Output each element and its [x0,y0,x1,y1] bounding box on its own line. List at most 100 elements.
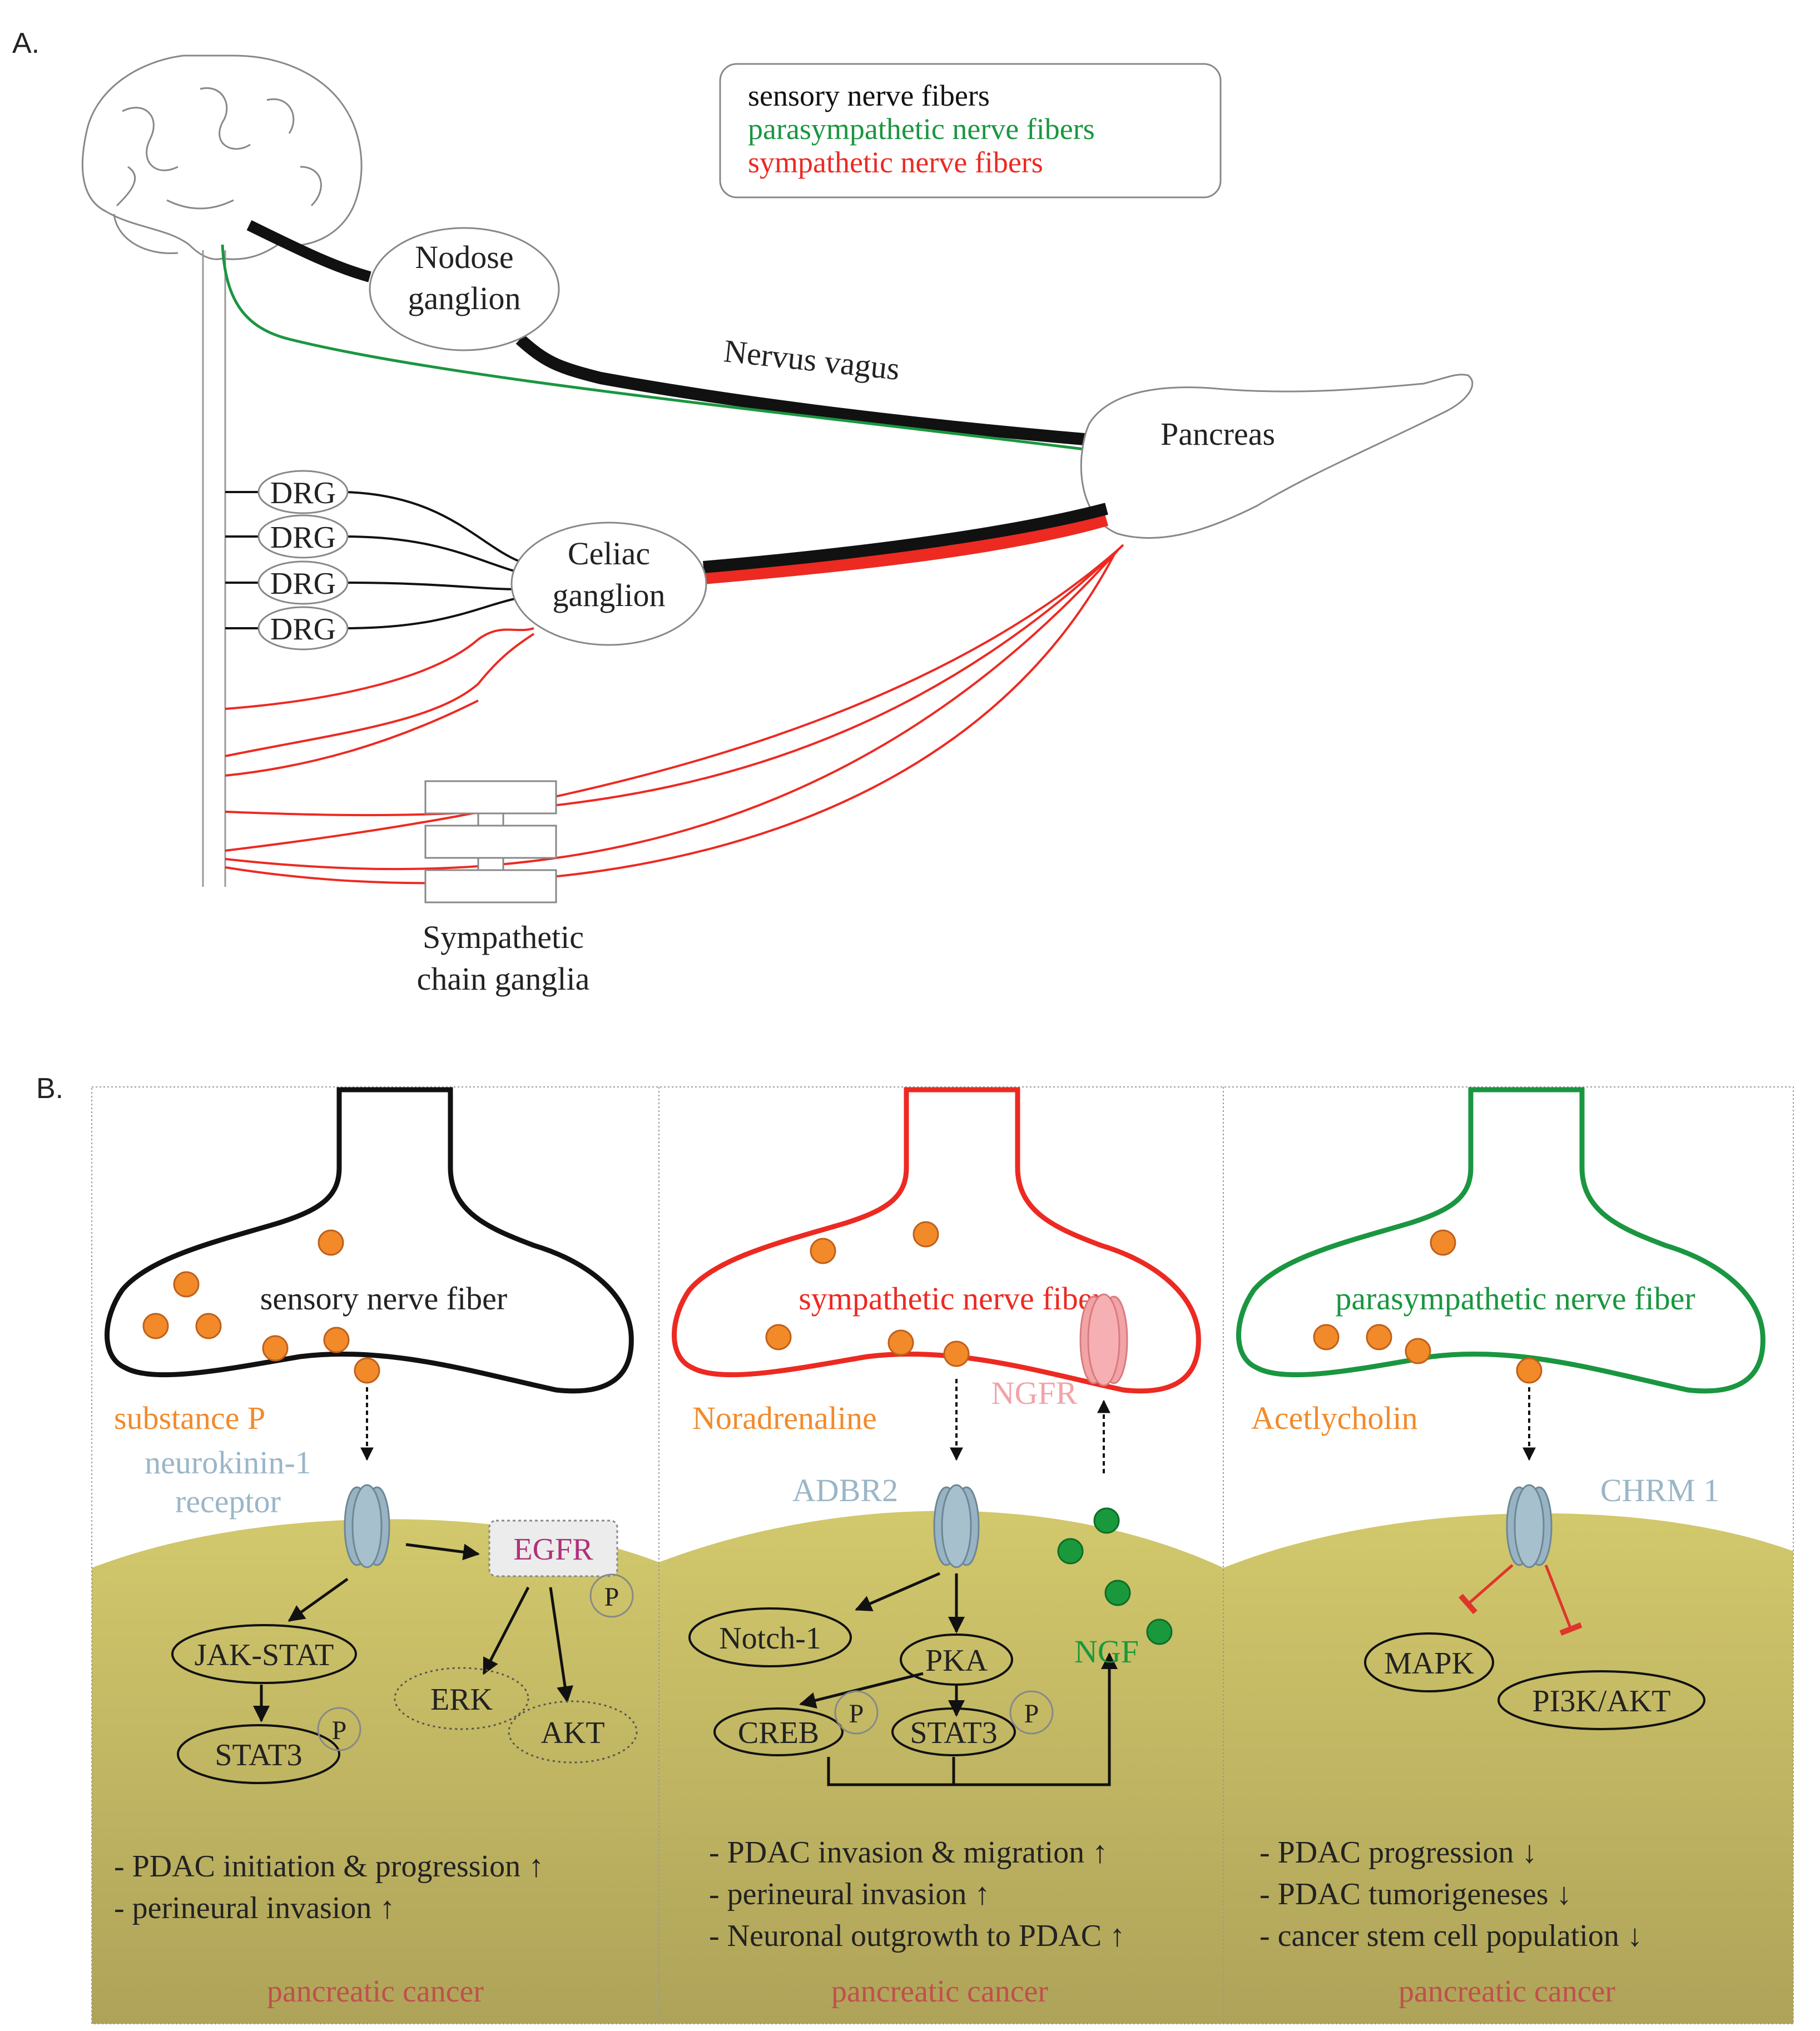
stat3-phospho-sensory [317,1707,361,1751]
ngfr-receptor [1079,1293,1128,1387]
creb-phospho-label: P [849,1699,864,1729]
jak-stat-label: JAK-STAT [195,1638,334,1672]
sensory-footer: pancreatic cancer [267,1974,484,2009]
nodose-ganglion [369,227,560,351]
sympathetic-effect-1: - PDAC invasion & migration ↑ [709,1835,1108,1870]
parasympathetic-fiber-label: parasympathetic nerve fiber [1335,1280,1695,1317]
ngf-label: NGF [1074,1633,1139,1670]
mapk-label: MAPK [1384,1646,1474,1681]
substance-p-label: substance P [114,1400,265,1436]
acetylcholine-label: Acetlycholin [1251,1400,1418,1436]
stat3-node-sympathetic [891,1707,1016,1756]
sympathetic-effect-2: - perineural invasion ↑ [709,1877,990,1911]
nk1-receptor [344,1484,390,1568]
inhibit-pi3k [1544,1565,1583,1636]
creb-label: CREB [738,1716,819,1750]
panel-a-label: A. [12,27,39,59]
legend-parasympathetic: parasympathetic nerve fibers [748,112,1095,146]
parasympathetic-nerve-terminal [1236,1087,1766,1394]
sensory-fiber-brain-nodose [246,220,371,282]
nk1-label-1: neurokinin-1 [145,1444,311,1481]
parasympathetic-effect-2: - PDAC tumorigeneses ↓ [1259,1877,1572,1911]
tissue-parasympathetic [1223,1513,1793,2024]
parasympathetic-fiber-vagus [221,244,1085,451]
adbr2-label: ADBR2 [792,1472,898,1508]
drg-group [225,470,520,650]
parasympathetic-effect-1: - PDAC progression ↓ [1259,1835,1537,1870]
nodose-label-1: Nodose [415,239,513,275]
stat3-phospho-sympathetic [1009,1690,1054,1735]
stat3-phospho-label-sensory: P [332,1716,347,1745]
sensory-nerve-terminal [105,1087,634,1394]
notch-label: Notch-1 [719,1621,821,1656]
egfr-label: EGFR [513,1532,593,1567]
celiac-label-2: ganglion [553,577,666,613]
chrm1-receptor [1506,1484,1553,1568]
inhibit-mapk [1459,1564,1514,1615]
sympathetic-vesicles [765,1221,970,1367]
parasympathetic-footer: pancreatic cancer [1399,1974,1615,2009]
ngf-feedback-arrow [827,1662,1111,1786]
noradrenaline-label: Noradrenaline [692,1400,877,1436]
egfr-box [488,1519,618,1577]
panel-b-label: B. [36,1072,63,1105]
egfr-phospho-label: P [604,1582,619,1612]
stat3-phospho-label-sympathetic: P [1024,1699,1039,1729]
ngfr-label: NGFR [991,1375,1078,1411]
adbr2-receptor [933,1484,980,1568]
parasympathetic-effect-3: - cancer stem cell population ↓ [1259,1919,1643,1953]
parasympathetic-vesicles [1313,1229,1543,1384]
pi3k-label: PI3K/AKT [1533,1684,1671,1719]
sensory-effect-2: - perineural invasion ↑ [114,1891,395,1925]
arrow-adbr2-notch [855,1572,940,1612]
arrow-nk1-jak [287,1577,349,1622]
erk-label: ERK [430,1682,493,1717]
celiac-ganglion [510,522,707,646]
drg-label-3: DRG [270,567,336,601]
egfr-phospho [589,1573,634,1618]
chain-label-1: Sympathetic [423,919,584,955]
stat3-label-sympathetic: STAT3 [910,1716,997,1750]
pka-label: PKA [925,1643,988,1678]
sensory-effect-1: - PDAC initiation & progression ↑ [114,1849,544,1884]
drg-label-4: DRG [270,612,336,647]
notch-node [688,1607,852,1667]
sensory-fiber-label: sensory nerve fiber [260,1280,508,1317]
vagus-label: Nervus vagus [722,332,901,387]
jak-stat-node [171,1624,357,1684]
akt-label: AKT [540,1716,604,1750]
ngf-dots [1057,1507,1173,1645]
nodose-label-2: ganglion [408,280,521,316]
arrow-pka-creb [799,1672,924,1709]
legend-sensory: sensory nerve fibers [748,79,990,112]
sympathetic-chain-ganglia [424,780,557,903]
spinal-cord [202,250,226,887]
arrow-egfr-akt [549,1587,573,1703]
sympathetic-effect-3: - Neuronal outgrowth to PDAC ↑ [709,1919,1125,1953]
arrow-egfr-erk [482,1586,530,1675]
sympathetic-footer: pancreatic cancer [831,1974,1048,2009]
sensory-fiber-vagus [515,334,1085,445]
sympathetic-fibers-spine [225,544,1124,885]
brain-illustration [81,54,363,260]
chain-label-2: chain ganglia [417,961,590,997]
pi3k-node [1497,1670,1705,1730]
erk-node [394,1667,529,1730]
drg-label-2: DRG [270,520,336,555]
sensory-fiber-celiac-pancreas [703,503,1108,573]
mapk-node [1364,1632,1494,1692]
stat3-node-sensory [177,1724,340,1784]
stat3-label-sensory: STAT3 [215,1738,302,1772]
sympathetic-fiber-celiac-pancreas [703,514,1109,584]
creb-phospho [834,1690,879,1735]
akt-node [508,1700,638,1764]
panel-b-frames [91,1086,1794,2024]
nk1-label-2: receptor [175,1483,281,1519]
sensory-vesicles [142,1229,380,1384]
celiac-label-1: Celiac [568,535,650,572]
arrow-nk1-egfr [405,1543,480,1561]
pancreas-label: Pancreas [1161,416,1275,452]
drg-label-1: DRG [270,476,336,510]
tissue-sensory [92,1519,659,2024]
